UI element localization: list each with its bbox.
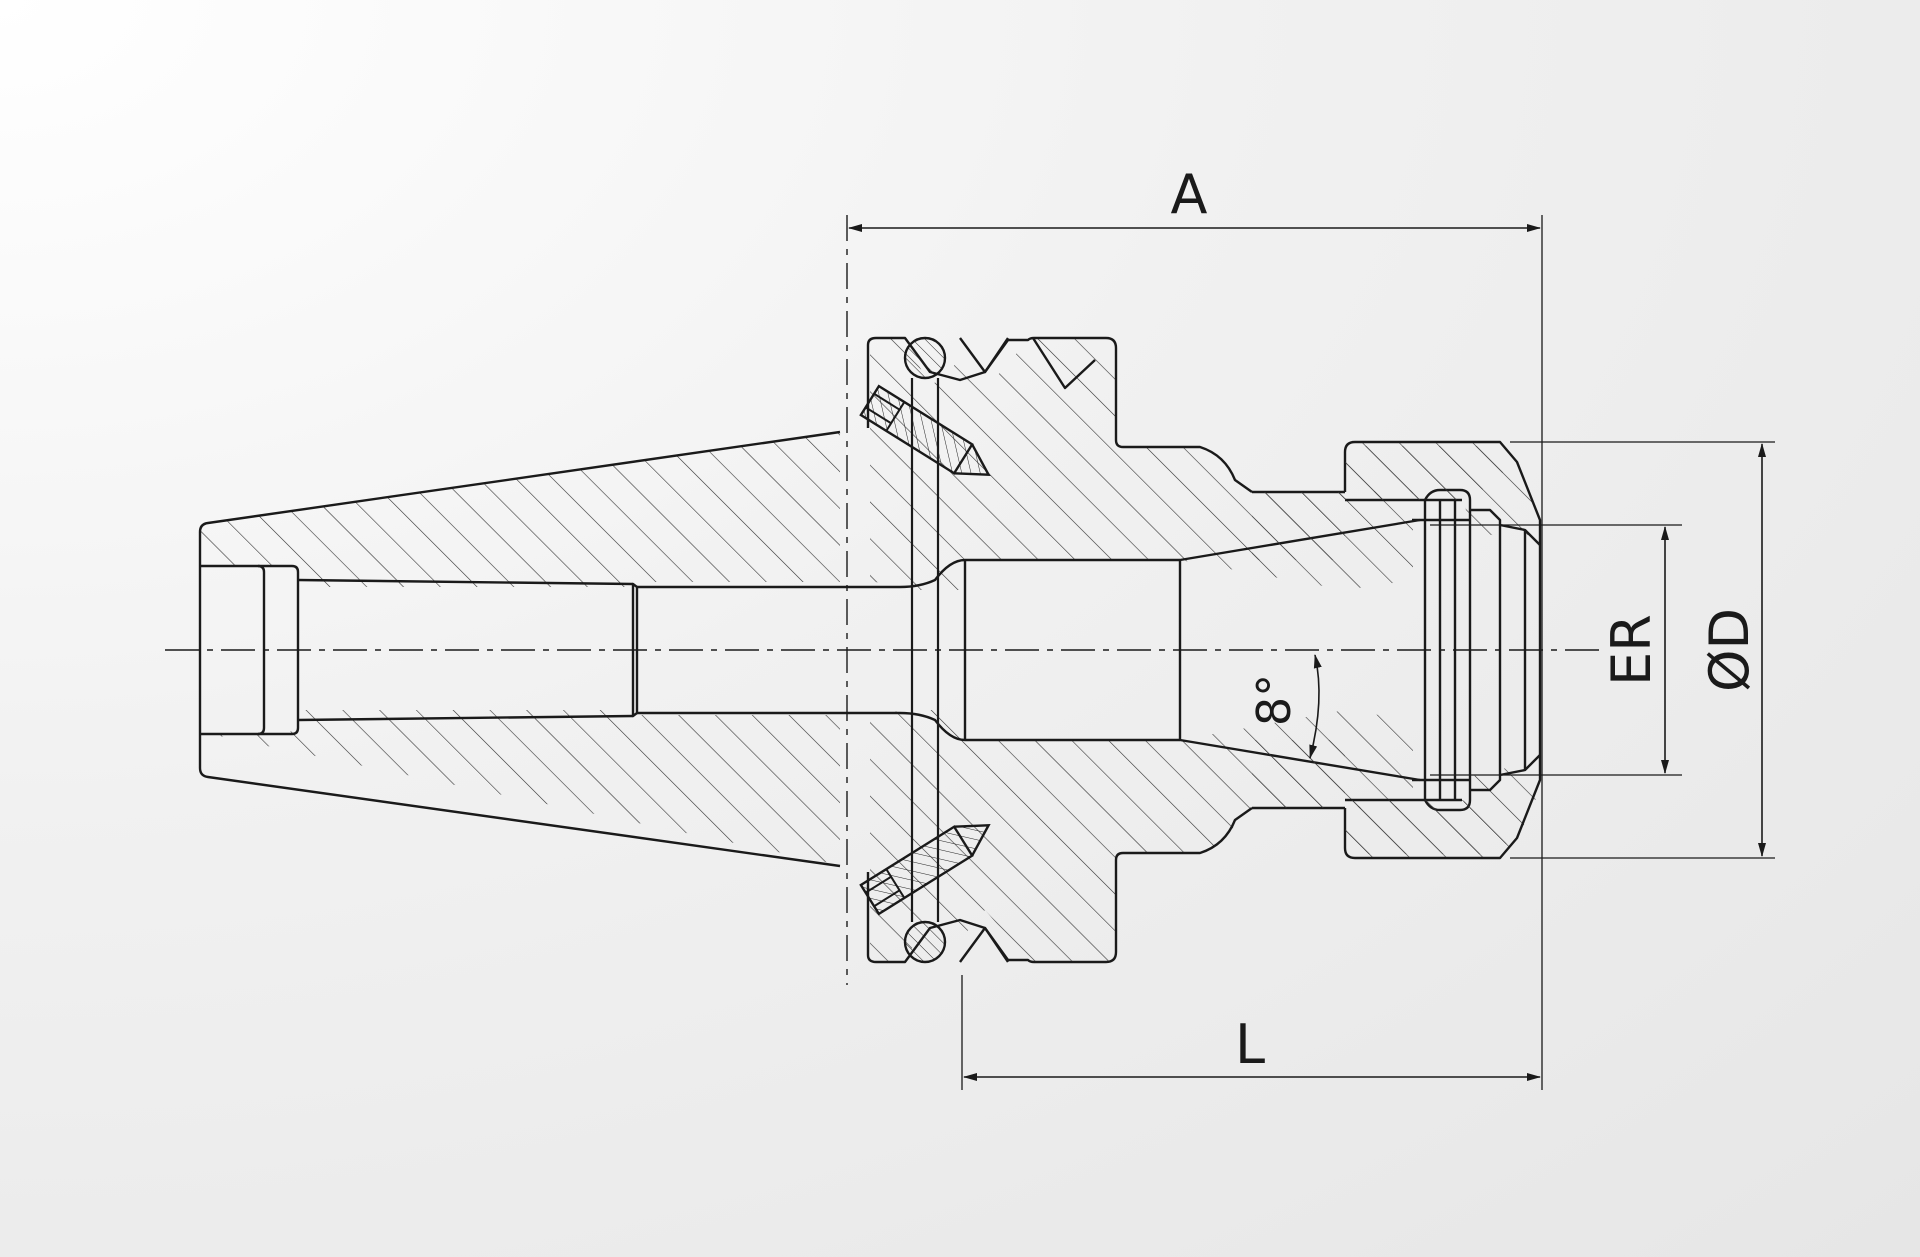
dim-label-er: ER — [1600, 614, 1663, 686]
dim-label-a: A — [1171, 163, 1208, 226]
ball-upper — [903, 336, 947, 380]
nut-hatch-upper — [1345, 446, 1513, 500]
angle-arc — [1309, 654, 1322, 759]
taper-shank-lower — [200, 710, 840, 865]
front-body-hatch-lower — [1252, 740, 1345, 808]
taper-shank — [200, 433, 840, 587]
angle-label: 8° — [1247, 674, 1301, 726]
front-body-hatch-upper — [1252, 492, 1345, 560]
extension-lines — [961, 215, 1775, 1090]
dim-label-d: ØD — [1698, 608, 1761, 692]
set-screw-upper — [859, 384, 991, 477]
dim-label-l: L — [1235, 1013, 1265, 1076]
set-screw-lower — [859, 823, 991, 916]
ball-lower — [903, 920, 947, 964]
nut-hatch-lower — [1345, 800, 1513, 854]
